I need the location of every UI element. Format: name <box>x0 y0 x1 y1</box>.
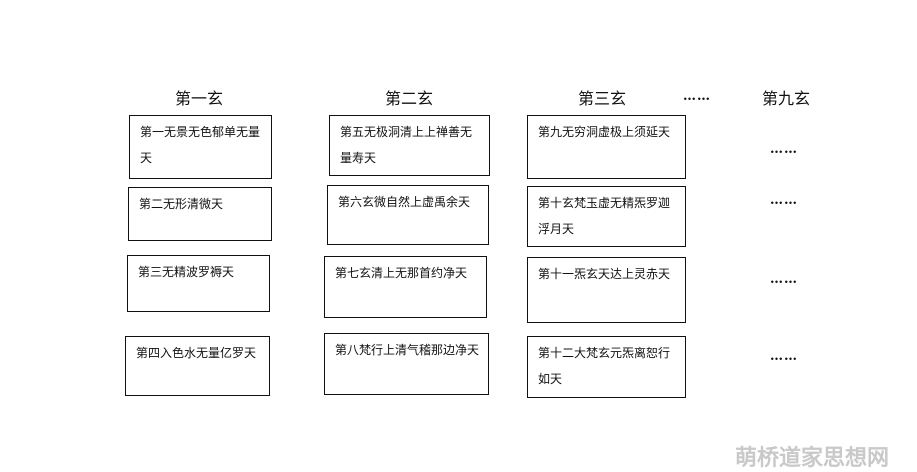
ninth-column-ellipsis-1: …… <box>770 142 798 157</box>
site-watermark: 萌桥道家思想网 <box>735 446 890 471</box>
heaven-box-9: 第九无穷洞虚极上须延天 <box>527 115 686 179</box>
column-header-third: 第三玄 <box>578 89 627 108</box>
heaven-box-4: 第四入色水无量亿罗天 <box>125 336 270 396</box>
heaven-box-3: 第三无精波罗褥天 <box>127 255 270 312</box>
heaven-box-7: 第七玄清上无那首约净天 <box>324 256 487 318</box>
column-header-ninth: 第九玄 <box>762 89 811 108</box>
heaven-box-10: 第十玄梵玉虚无精炁罗迦浮月天 <box>527 186 686 247</box>
heaven-box-8: 第八梵行上清气稽那边净天 <box>324 333 489 395</box>
header-ellipsis: …… <box>683 89 711 104</box>
ninth-column-ellipsis-2: …… <box>770 193 798 208</box>
heaven-box-1: 第一无景无色郁单无量天 <box>129 115 272 179</box>
heaven-box-6: 第六玄微自然上虚禹余天 <box>327 185 489 245</box>
ninth-column-ellipsis-3: …… <box>770 272 798 287</box>
column-header-second: 第二玄 <box>385 89 434 108</box>
heaven-box-2: 第二无形清微天 <box>128 187 272 241</box>
column-header-first: 第一玄 <box>175 89 224 108</box>
heaven-box-5: 第五无极洞清上上禅善无量寿天 <box>329 115 490 176</box>
heaven-box-11: 第十一炁玄天达上灵赤天 <box>527 257 686 323</box>
heaven-box-12: 第十二大梵玄元炁离恕行如天 <box>527 336 686 398</box>
ninth-column-ellipsis-4: …… <box>770 349 798 364</box>
